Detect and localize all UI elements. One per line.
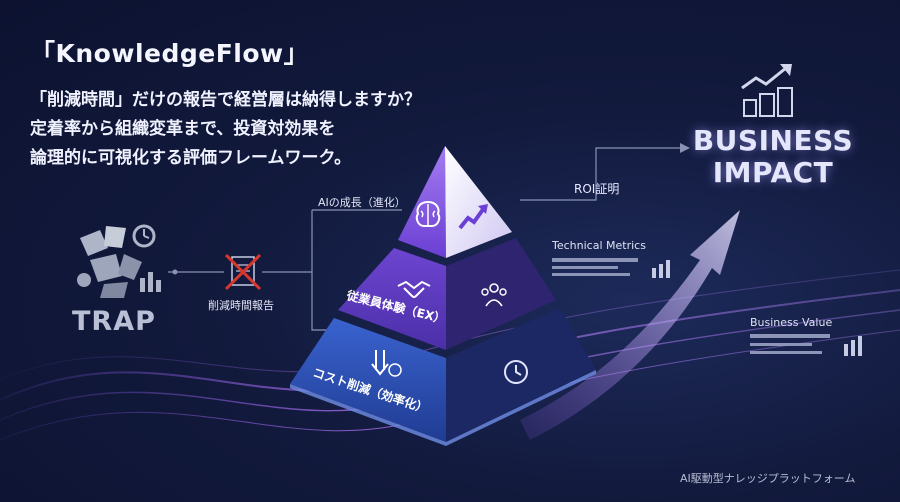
- brain-icon: [415, 200, 441, 227]
- report-label: 削減時間報告: [208, 299, 274, 312]
- team-icon: [481, 283, 507, 307]
- lead-line-2: 定着率から組織変革まで、投資対効果を: [30, 119, 336, 139]
- growth-arrow-icon: [458, 204, 488, 230]
- down-arrow-clock-icon: [371, 350, 402, 377]
- trap-label: TRAP: [72, 306, 156, 337]
- business-value-label: Business Value: [750, 316, 833, 329]
- roi-label: ROI証明: [574, 182, 620, 196]
- technical-metrics-graphic: [552, 258, 670, 278]
- report-crossed-icon: [224, 253, 262, 291]
- technical-metrics-label: Technical Metrics: [552, 239, 646, 252]
- clock-icon: [504, 360, 528, 384]
- pyramid-top-label: AIの成長（進化）: [318, 196, 406, 209]
- coins-chart-icon: [741, 64, 793, 117]
- lead-text: 「削減時間」だけの報告で経営層は納得しますか？ 定着率から組織変革まで、投資対効…: [30, 86, 421, 173]
- impact-line-2: IMPACT: [712, 156, 834, 189]
- trash-pile-icon: [77, 224, 161, 298]
- business-impact-title: BUSINESS IMPACT: [688, 125, 858, 189]
- handshake-icon: [397, 280, 431, 298]
- impact-line-1: BUSINESS: [692, 124, 854, 157]
- pyramid-bottom-label: コスト削減（効率化）: [311, 365, 430, 416]
- footer-text: AI駆動型ナレッジプラットフォーム: [680, 472, 856, 485]
- business-value-graphic: [750, 334, 862, 356]
- lead-line-1: 「削減時間」だけの報告で経営層は納得しますか？: [30, 90, 421, 110]
- brand-title: 「KnowledgeFlow」: [30, 39, 310, 68]
- pyramid-middle-label: 従業員体験（EX）: [344, 287, 447, 326]
- lead-line-3: 論理的に可視化する評価フレームワーク。: [30, 148, 352, 168]
